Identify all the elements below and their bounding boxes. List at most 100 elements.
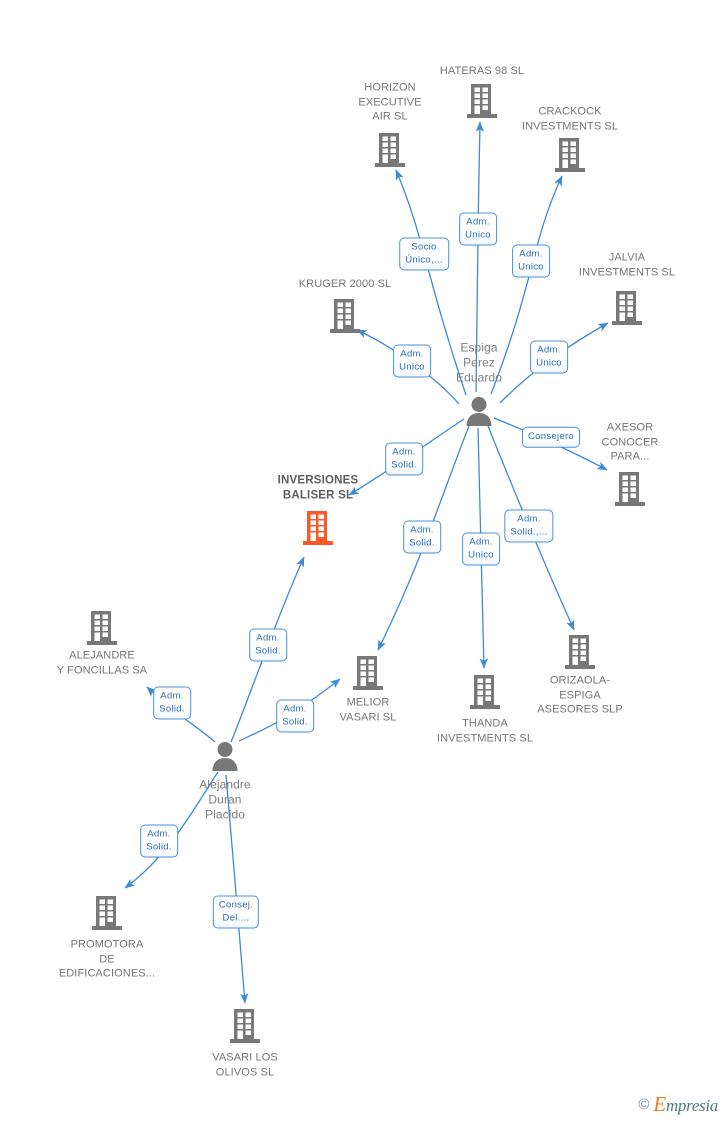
node-espiga[interactable] [463, 396, 495, 426]
edge-label-e-espiga-axesor[interactable]: Consejero [521, 426, 581, 448]
edge-label-e-espiga-hateras[interactable]: Adm.Unico [459, 212, 497, 246]
node-label-line: AXESOR [606, 421, 654, 434]
building-icon [230, 1009, 260, 1043]
building-icon [330, 299, 360, 333]
node-label-line: Espiga [460, 340, 498, 355]
empresia-watermark: © Empresia [638, 1092, 718, 1117]
node-label-line: Alejandre [199, 777, 251, 792]
edge-label-line: Adm. [147, 828, 171, 840]
edge-label-e-espiga-baliser[interactable]: Adm.Solid. [385, 442, 423, 476]
node-label-line: ORIZAOLA- [549, 674, 611, 687]
node-label-line: CRACKOCK [538, 105, 602, 118]
person-icon [466, 397, 492, 426]
node-label-line: Placido [204, 807, 246, 822]
node-kruger[interactable] [330, 298, 360, 334]
edge-label-line: Adm. [519, 248, 543, 260]
node-label-line: Y FONCILLAS SA [56, 664, 148, 677]
node-label-line: MELIOR [346, 696, 390, 709]
brand-name: Empresia [653, 1092, 718, 1117]
copyright-symbol: © [638, 1096, 650, 1113]
building-icon [467, 84, 497, 118]
edge-label-e-espiga-thanda[interactable]: Adm.Unico [462, 532, 500, 566]
brand-initial: E [653, 1092, 666, 1116]
node-jalvia[interactable] [612, 290, 642, 326]
node-label-kruger: KRUGER 2000 SL [299, 277, 392, 292]
node-vasarilos[interactable] [230, 1008, 260, 1044]
node-duran[interactable] [209, 741, 241, 771]
node-label-crackock: CRACKOCK INVESTMENTS SL [522, 105, 618, 134]
building-icon [87, 611, 117, 645]
edge-label-e-espiga-orizaola[interactable]: Adm.Solid.,... [504, 509, 554, 543]
edge-label-e-duran-alejandre[interactable]: Adm.Solid. [153, 686, 191, 720]
edge-label-line: Solid. [255, 645, 281, 656]
node-hateras[interactable] [467, 83, 497, 119]
edge-label-line: Socio [411, 241, 437, 253]
edge-label-e-espiga-crackock[interactable]: Adm.Unico [512, 244, 550, 278]
edge-label-e-duran-vasarilos[interactable]: Consej.Del.... [212, 895, 260, 929]
edge-label-line: Unico [465, 229, 491, 240]
node-horizon[interactable] [375, 132, 405, 168]
edge-label-e-espiga-melior[interactable]: Adm.Solid. [403, 520, 441, 554]
edge-label-line: Adm. [160, 690, 184, 702]
node-label-alejandre: ALEJANDRE Y FONCILLAS SA [57, 649, 147, 678]
node-label-line: ESPIGA [559, 689, 601, 702]
building-icon [612, 291, 642, 325]
node-orizaola[interactable] [565, 634, 595, 670]
node-label-line: INVESTMENTS SL [436, 732, 534, 745]
node-crackock[interactable] [555, 137, 585, 173]
edge-label-line: Adm. [256, 632, 280, 644]
edge-label-line: Adm. [537, 344, 561, 356]
node-label-line: BALISER SL [282, 489, 354, 502]
building-icon [353, 656, 383, 690]
edge-label-line: Unico [468, 549, 494, 560]
node-label-line: EDIFICACIONES... [58, 967, 156, 980]
node-melior[interactable] [353, 655, 383, 691]
building-icon [92, 896, 122, 930]
edge-label-line: Adm. [517, 513, 541, 525]
edge-label-line: Consejero [527, 430, 575, 442]
node-label-line: VASARI LOS [212, 1051, 278, 1064]
node-label-line: HATERAS 98 SL [439, 64, 525, 77]
edge-label-line: Adm. [466, 216, 490, 228]
node-label-line: Perez [463, 355, 495, 370]
node-label-line: Duran [208, 792, 242, 807]
edge-label-e-duran-baliser[interactable]: Adm.Solid. [249, 628, 287, 662]
node-thanda[interactable] [470, 674, 500, 710]
edge-label-line: Adm. [469, 536, 493, 548]
edge-label-e-espiga-kruger[interactable]: Adm.Unico [393, 344, 431, 378]
edge-label-line: Adm. [400, 348, 424, 360]
node-promotora[interactable] [92, 895, 122, 931]
node-label-line: CONOCER [601, 436, 659, 449]
edge-label-e-duran-right[interactable]: Adm.Solid. [276, 699, 314, 733]
node-label-line: ASESORES SLP [537, 703, 623, 716]
person-icon [212, 742, 238, 771]
edge-label-line: Del.... [222, 912, 250, 923]
node-axesor[interactable] [615, 471, 645, 507]
edge-label-line: Solid. [159, 703, 185, 714]
node-label-line: INVESTMENTS SL [521, 120, 619, 133]
node-label-line: PROMOTORA [70, 938, 144, 951]
node-label-line: PARA... [610, 450, 650, 463]
node-label-line: EXECUTIVE [358, 96, 422, 109]
edge-label-e-duran-promotora[interactable]: Adm.Solid. [140, 824, 178, 858]
edge-label-line: Único,... [405, 254, 443, 265]
edge-label-line: Adm. [392, 446, 416, 458]
node-label-vasarilos: VASARI LOS OLIVOS SL [212, 1051, 278, 1080]
node-label-line: OLIVOS SL [215, 1066, 275, 1079]
node-label-line: DE [99, 953, 115, 966]
node-label-line: INVESTMENTS SL [578, 266, 676, 279]
node-label-line: ALEJANDRE [69, 649, 135, 662]
building-icon [375, 133, 405, 167]
edge-label-e-espiga-jalvia[interactable]: Adm.Unico [530, 340, 568, 374]
node-label-line: Eduardo [455, 370, 503, 385]
node-label-line: JALVIA [608, 251, 646, 264]
node-baliser[interactable] [303, 510, 333, 546]
node-alejandre[interactable] [87, 610, 117, 646]
edge-label-line: Solid.,... [510, 526, 548, 537]
node-label-line: INVERSIONES [277, 474, 359, 487]
